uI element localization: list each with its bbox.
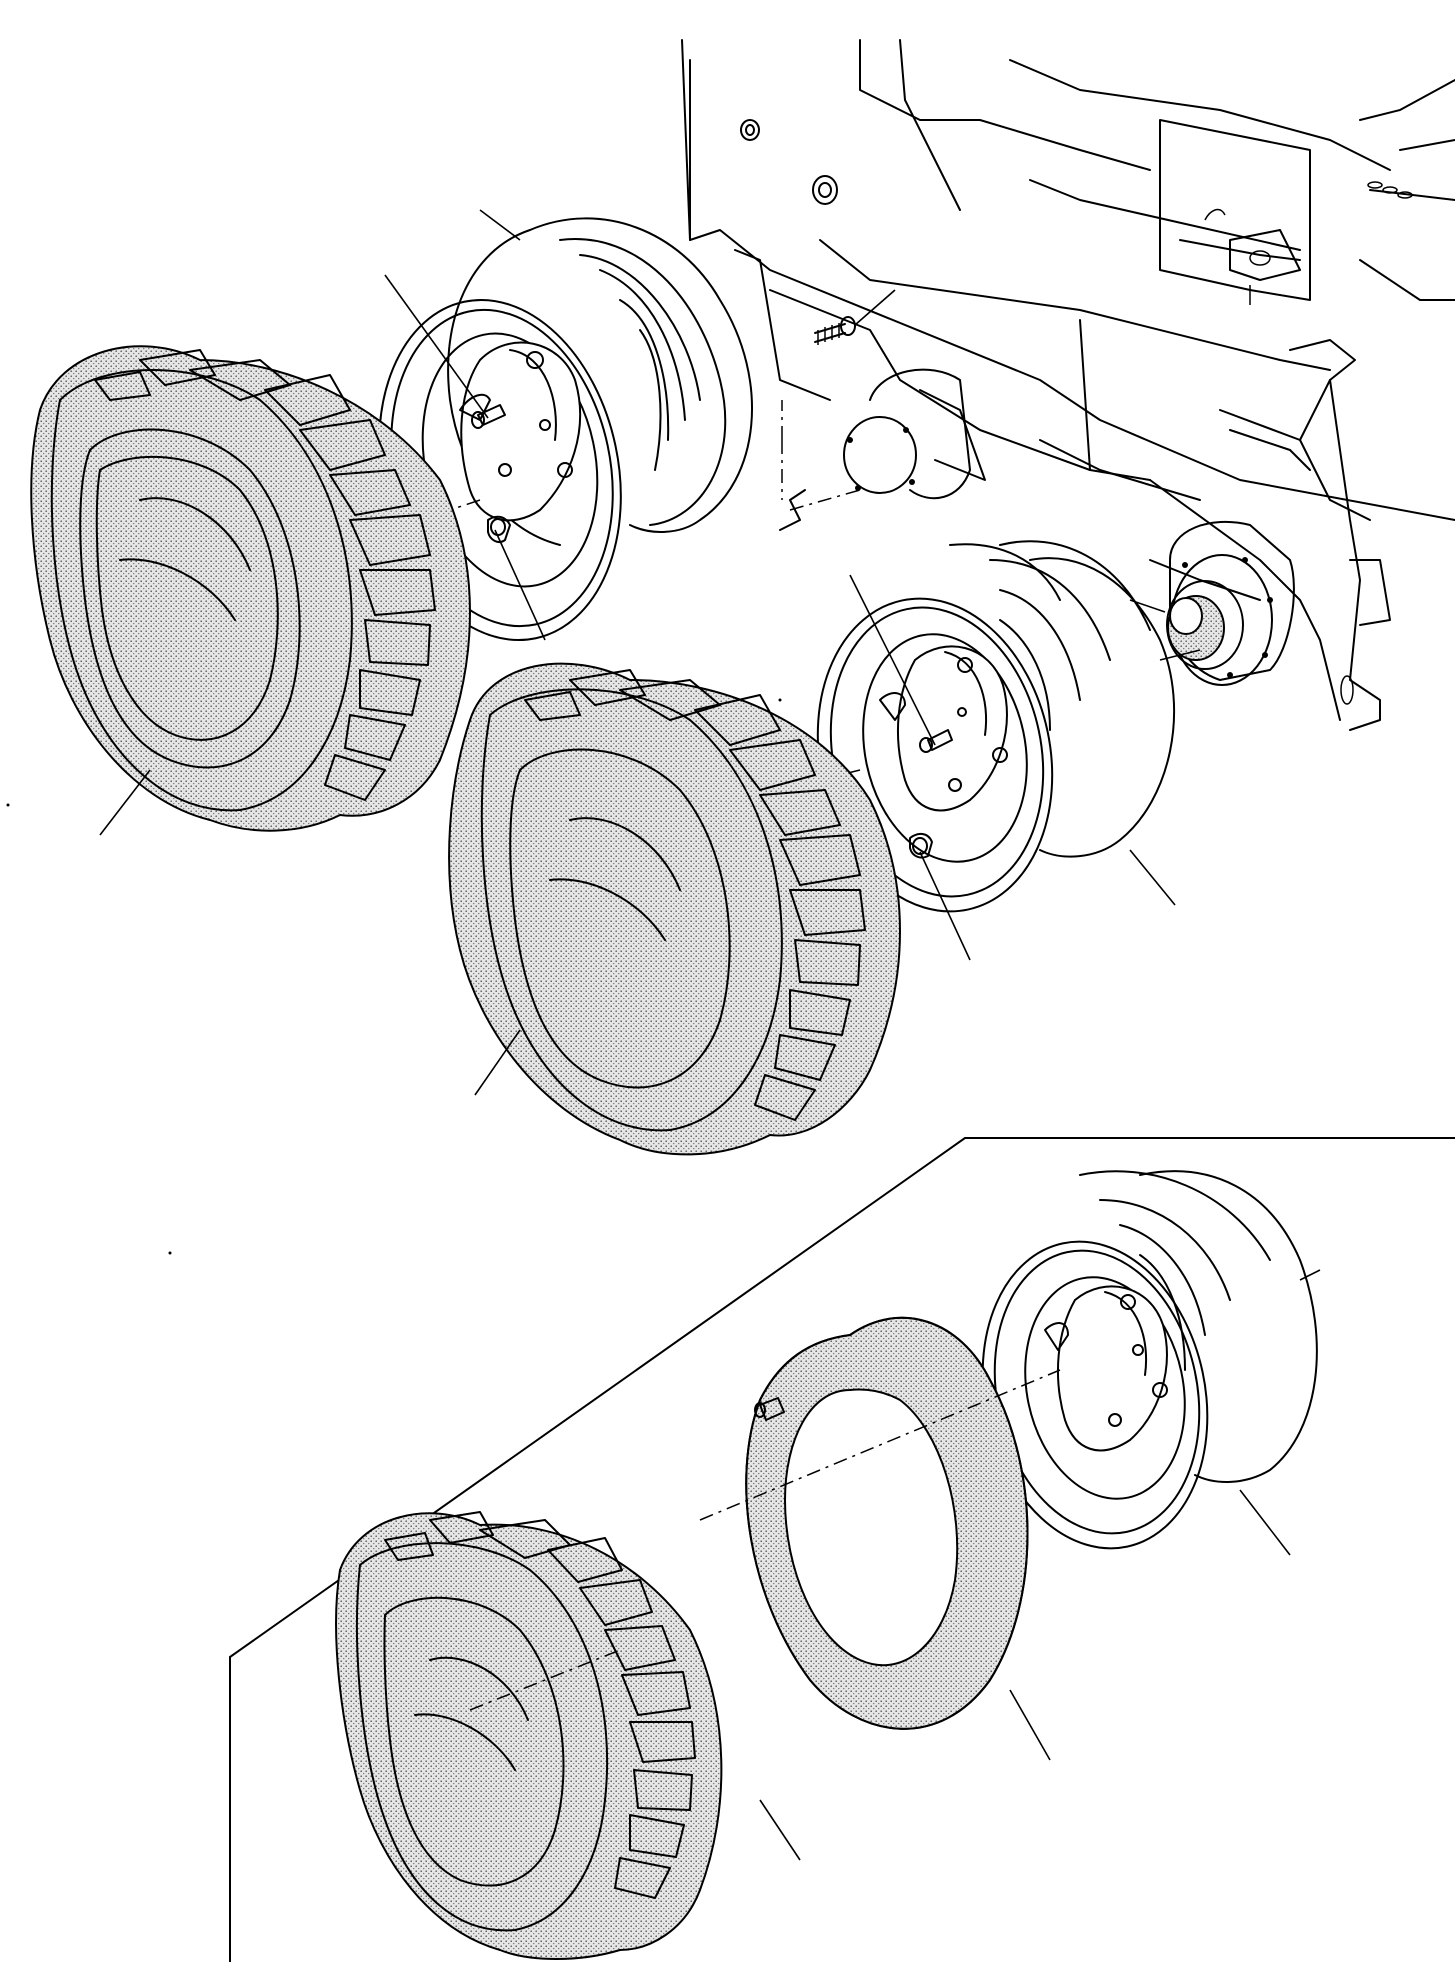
inset-frame — [229, 1137, 1455, 1962]
stray-marks — [6, 698, 782, 1255]
wheel-rim-inset — [981, 1170, 1321, 1556]
wheel-rim-upper — [378, 209, 753, 642]
tire-inset — [335, 1511, 801, 1960]
machine-frame — [681, 39, 1455, 731]
tire-middle — [448, 662, 901, 1156]
tube-flap-inset — [699, 1316, 1061, 1761]
tire-upper-left — [30, 345, 471, 836]
